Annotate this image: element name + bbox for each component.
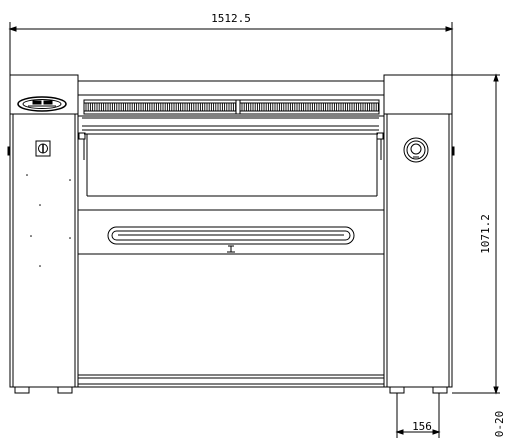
height-dimension <box>452 73 500 395</box>
overall-width-label: 1512.5 <box>211 12 251 25</box>
main-switch-icon[interactable] <box>35 140 51 157</box>
ironing-roller <box>83 99 380 115</box>
overall-height-label: 1071.2 <box>479 214 492 254</box>
central-frame <box>78 80 384 388</box>
handle-bar[interactable] <box>107 226 355 245</box>
emergency-stop-button-icon[interactable] <box>403 137 429 163</box>
width-dimension <box>8 22 454 75</box>
left-side-panel <box>7 74 79 394</box>
foot-adjust-label: 0-20 <box>493 411 506 438</box>
right-side-panel <box>383 74 455 394</box>
feed-table <box>78 117 384 197</box>
latch-icon <box>227 245 235 253</box>
foot-depth-label: 156 <box>412 420 432 433</box>
left-panel-markings <box>26 174 71 267</box>
control-panel-icon[interactable] <box>17 96 67 112</box>
foot-dimension <box>395 393 441 438</box>
